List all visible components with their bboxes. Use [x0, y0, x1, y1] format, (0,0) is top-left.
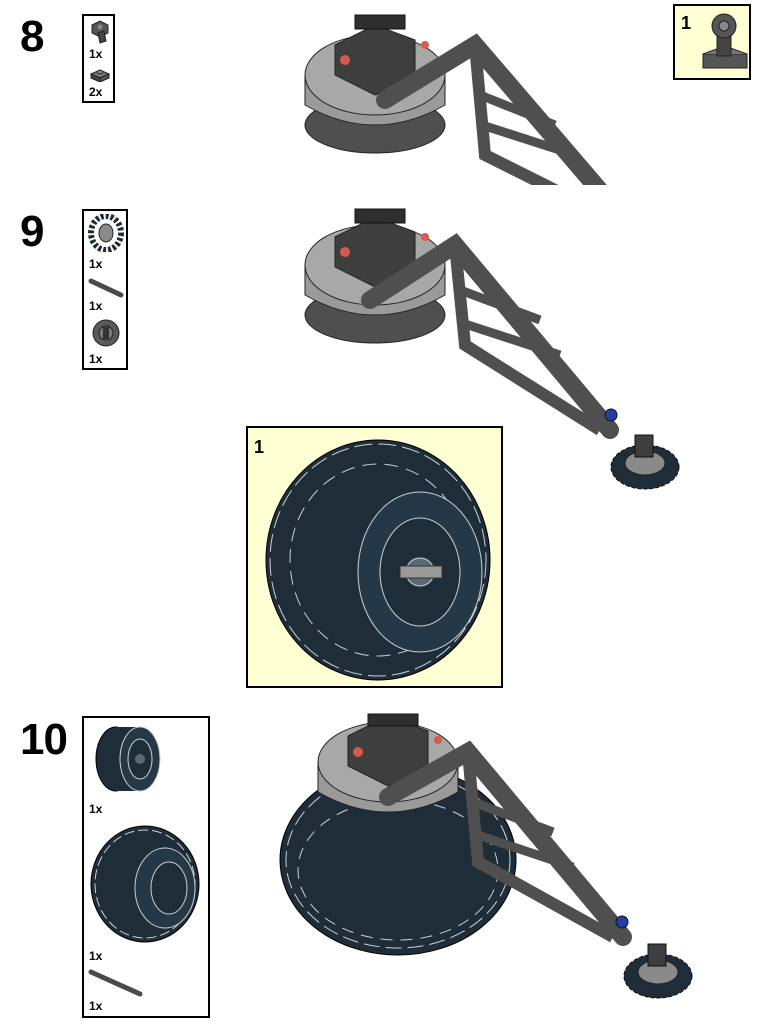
step-8-callout: 1 [673, 4, 751, 80]
axle-part-icon [88, 969, 143, 997]
tire-with-rim-assembly [265, 439, 491, 681]
step-8-part-1-qty: 1x [89, 47, 103, 61]
connector-part-icon [91, 20, 109, 44]
axle-part-icon [88, 278, 124, 298]
bushing-part-icon [92, 319, 120, 347]
plate-part-icon [89, 69, 111, 82]
step-10-parts-list: 1x 1x 1x [82, 716, 210, 1018]
wheel-rim-part-icon [95, 726, 161, 792]
step-9-part-2-qty: 1x [89, 299, 103, 313]
step-9-number: 9 [20, 207, 45, 256]
step-8-callout-number: 1 [681, 13, 692, 33]
step-9-callout: 1 [246, 426, 503, 688]
step-10-model-illustration [279, 713, 693, 999]
step-9-part-1-qty: 1x [89, 257, 103, 271]
step-8-part-2-qty: 2x [89, 85, 103, 99]
step-8-model-illustration [304, 14, 607, 185]
step-10-number: 10 [20, 715, 68, 764]
connector-assembly-icon [702, 13, 748, 69]
gear-part-icon [88, 214, 124, 252]
step-8-number: 8 [20, 12, 45, 61]
step-10-part-3-qty: 1x [89, 999, 103, 1013]
step-10-part-1-qty: 1x [89, 802, 103, 816]
step-9-parts-list: 1x 1x 1x [82, 209, 128, 370]
step-9-model-illustration [304, 208, 680, 490]
step-9-part-3-qty: 1x [89, 352, 103, 366]
tire-part-icon [90, 825, 200, 943]
step-10-part-2-qty: 1x [89, 949, 103, 963]
step-9-callout-number: 1 [254, 437, 265, 457]
step-8-parts-list: 1x 2x [82, 14, 115, 103]
